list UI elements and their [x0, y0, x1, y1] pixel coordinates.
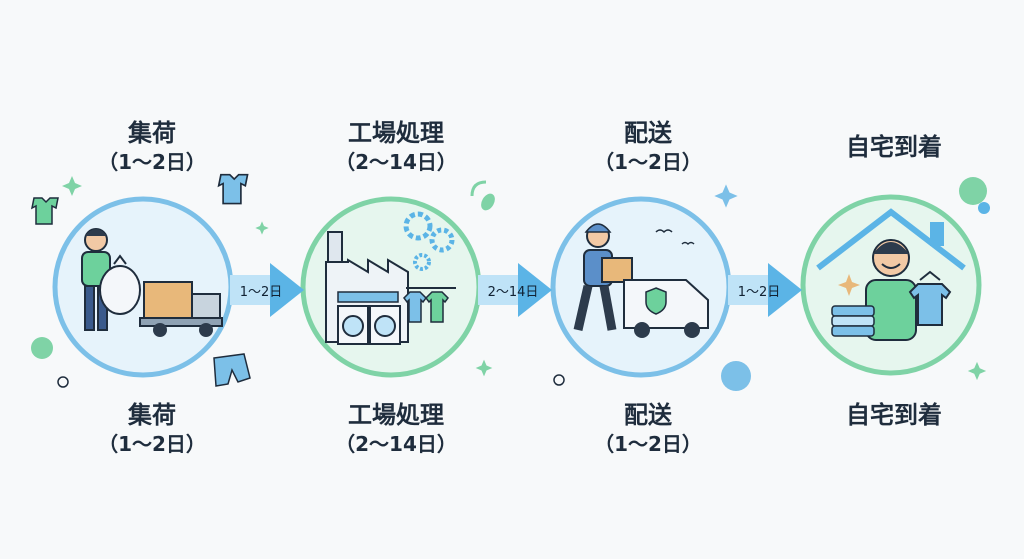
worker-with-bag-icon: [81, 228, 141, 331]
ring-icon: [552, 372, 566, 391]
stage-factory-label-top: 工場処理 （2〜14日）: [296, 118, 496, 175]
stage-home-circle: [794, 188, 988, 386]
stage-factory-circle: [296, 192, 486, 386]
stage-delivery-label-bottom: 配送 （1〜2日）: [548, 400, 748, 457]
stage-title: 工場処理: [348, 401, 444, 429]
stage-title: 自宅到着: [846, 401, 942, 429]
stage-pickup-label-bottom: 集荷 （1〜2日）: [52, 400, 252, 457]
hanging-shirts-icon: [403, 287, 456, 323]
stage-duration: （1〜2日）: [594, 432, 702, 457]
stage-delivery-label-top: 配送 （1〜2日）: [548, 118, 748, 175]
stage-pickup-label-top: 集荷 （1〜2日）: [52, 118, 252, 175]
courier-icon: [573, 223, 633, 331]
stage-duration: （2〜14日）: [335, 432, 457, 457]
shirt-icon: [26, 192, 62, 232]
house-icon: [816, 208, 966, 271]
shirt-icon: [212, 168, 252, 212]
sparkle-icon: [60, 174, 84, 202]
stage-duration: （2〜14日）: [335, 150, 457, 175]
arrow-factory-to-delivery: 2〜14日: [478, 255, 554, 329]
stage-delivery-circle: [546, 192, 736, 386]
delivery-van-icon: [623, 279, 709, 338]
shorts-icon: [206, 348, 256, 396]
ring-icon: [56, 374, 70, 393]
sparkle-icon: [254, 220, 270, 240]
sparkle-icon: [474, 358, 494, 382]
dot-icon: [976, 200, 992, 220]
stage-home-label-bottom: 自宅到着: [794, 400, 994, 431]
stage-title: 集荷: [128, 119, 176, 147]
stage-title: 配送: [624, 401, 672, 429]
gear-icon: [403, 211, 455, 271]
stage-duration: （1〜2日）: [594, 150, 702, 175]
stage-duration: （1〜2日）: [98, 150, 206, 175]
arc-icon: [466, 176, 496, 210]
stage-duration: （1〜2日）: [98, 432, 206, 457]
arrow-duration-label: 2〜14日: [487, 285, 539, 300]
stage-title: 自宅到着: [846, 133, 942, 161]
sparkle-icon: [712, 182, 740, 214]
leaf-icon: [478, 192, 498, 216]
sparkle-icon: [966, 360, 988, 386]
arrow-duration-label: 1〜2日: [737, 285, 781, 300]
stage-title: 工場処理: [348, 119, 444, 147]
stage-factory-label-bottom: 工場処理 （2〜14日）: [296, 400, 496, 457]
dot-icon: [30, 336, 54, 364]
sparkle-icon: [838, 274, 860, 296]
arrow-pickup-to-factory: 1〜2日: [230, 255, 306, 329]
birds-icon: [655, 229, 695, 246]
box-truck-icon: [139, 281, 223, 337]
washing-machine-icon: [337, 305, 401, 345]
folded-towels-icon: [831, 305, 875, 337]
stage-title: 配送: [624, 119, 672, 147]
smiling-person-icon: [865, 239, 917, 341]
dot-icon: [958, 176, 988, 210]
dot-icon: [720, 360, 752, 396]
arrow-delivery-to-home: 1〜2日: [728, 255, 804, 329]
stage-home-label-top: 自宅到着: [794, 132, 994, 163]
shirt-on-hanger-icon: [908, 270, 952, 326]
arrow-duration-label: 1〜2日: [239, 285, 283, 300]
stage-title: 集荷: [128, 401, 176, 429]
